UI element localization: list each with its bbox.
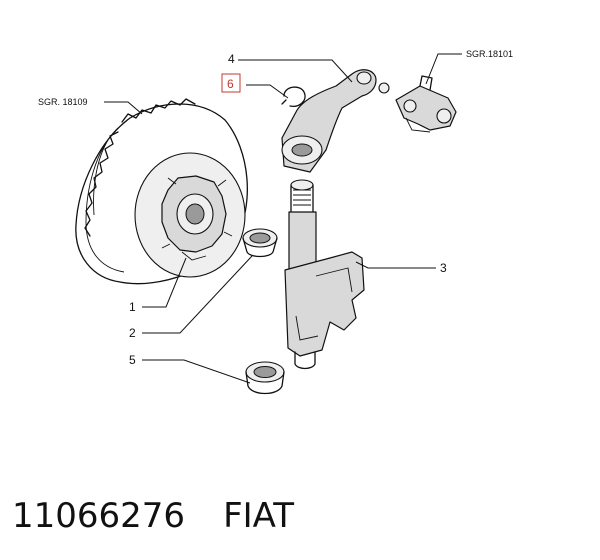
linkage-rod-end [378, 75, 457, 133]
release-fork-shaft [284, 179, 365, 370]
release-lever [281, 69, 377, 173]
part-number: 11066276 [12, 496, 186, 536]
bushing [242, 228, 278, 258]
callout-6: 6 [227, 77, 234, 91]
callout-5: 5 [129, 353, 136, 367]
brand-name: FIAT [223, 496, 295, 536]
callout-1: 1 [129, 300, 136, 314]
highlight-box [221, 73, 241, 93]
exploded-parts-diagram: 4 6 SGR. 18109 SGR.18101 3 1 2 5 [38, 49, 513, 395]
ref-clutch: SGR. 18109 [38, 97, 88, 107]
callout-3: 3 [440, 261, 447, 275]
clutch-pressure-plate [75, 98, 248, 285]
part-caption: 11066276 FIAT [12, 490, 294, 542]
lower-bushing [245, 361, 285, 395]
circlip [281, 86, 306, 107]
callout-2: 2 [129, 326, 136, 340]
ref-selector: SGR.18101 [466, 49, 513, 59]
leader-lines [104, 53, 462, 384]
callout-4: 4 [228, 52, 235, 66]
